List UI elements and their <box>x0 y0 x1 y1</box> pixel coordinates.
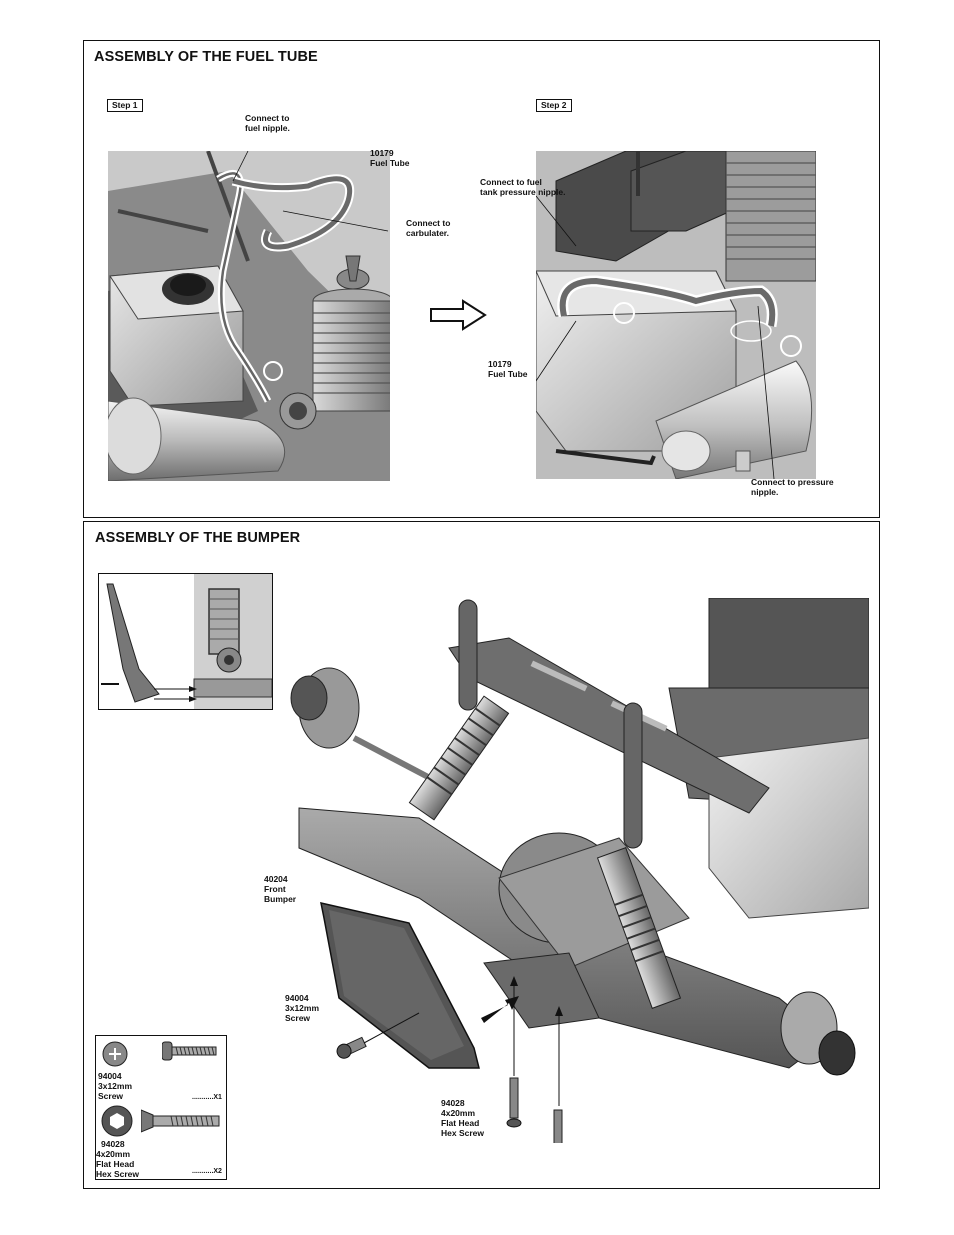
fuel-tube-title: ASSEMBLY OF THE FUEL TUBE <box>94 49 318 65</box>
callout-fuel-tube-step1: 10179 Fuel Tube <box>370 148 410 168</box>
part-94028-qty: ...........X2 <box>192 1168 222 1175</box>
part-name: Flat Head Hex Screw <box>96 1159 139 1179</box>
callout-connect-tank-pressure-nipple: Connect to fuel tank pressure nipple. <box>480 177 566 197</box>
screw-4x20-icon <box>141 1108 223 1134</box>
screw-3x12-icon <box>162 1040 220 1062</box>
step-1-illustration <box>108 151 390 481</box>
step-1-tag: Step 1 <box>107 99 143 112</box>
step-2-illustration <box>536 151 816 479</box>
parts-list-box: 94004 3x12mm Screw ...........X1 <box>95 1035 227 1180</box>
fuel-tube-panel: ASSEMBLY OF THE FUEL TUBE Step 1 Step 2 <box>83 40 880 518</box>
part-94004-label: 94004 3x12mm Screw <box>98 1071 132 1101</box>
part-size: 3x12mm <box>98 1081 133 1091</box>
part-94028-label: 94028 4x20mm Flat Head Hex Screw <box>96 1139 139 1179</box>
callout-screw-94004: 94004 3x12mm Screw <box>285 993 320 1023</box>
part-code: 94004 <box>98 1071 122 1081</box>
part-94004-qty: ...........X1 <box>192 1094 222 1101</box>
bumper-panel: ASSEMBLY OF THE BUMPER <box>83 521 880 1189</box>
callout-connect-carbulater: Connect to carbulater. <box>406 218 451 238</box>
part-code: 94028 <box>101 1139 125 1149</box>
phillips-head-icon <box>101 1040 129 1068</box>
next-step-arrow-icon <box>429 299 487 331</box>
part-name: Screw <box>98 1091 124 1101</box>
step-2-tag: Step 2 <box>536 99 572 112</box>
front-chassis-illustration <box>269 598 869 1143</box>
bumper-title: ASSEMBLY OF THE BUMPER <box>95 530 301 546</box>
callout-connect-pressure-nipple: Connect to pressure nipple. <box>751 477 834 497</box>
callout-fuel-tube-step2: 10179 Fuel Tube <box>488 359 528 379</box>
bumper-detail-inset <box>98 573 273 710</box>
callout-front-bumper: 40204 Front Bumper <box>264 874 297 904</box>
hex-socket-head-icon <box>101 1105 133 1137</box>
callout-screw-94028: 94028 4x20mm Flat Head Hex Screw <box>441 1098 484 1138</box>
callout-connect-fuel-nipple: Connect to fuel nipple. <box>245 113 290 133</box>
part-size: 4x20mm <box>96 1149 131 1159</box>
